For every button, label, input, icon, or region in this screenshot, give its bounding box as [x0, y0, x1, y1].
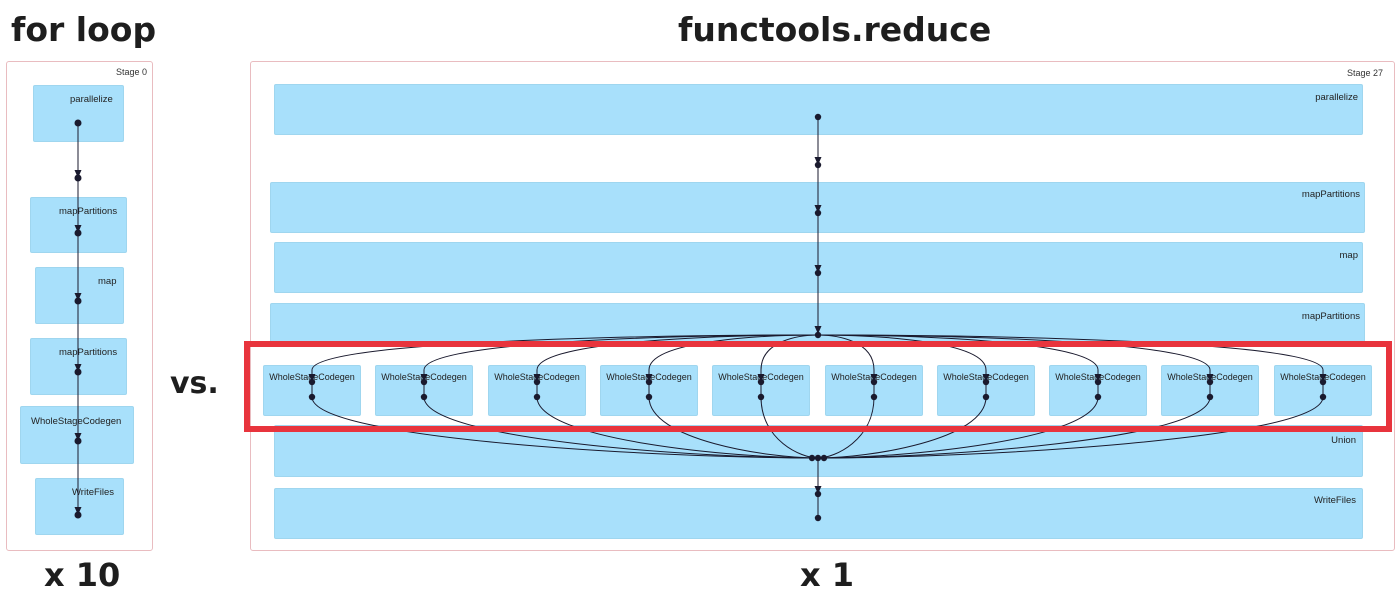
right-node-writefiles[interactable]: WriteFiles — [274, 488, 1363, 539]
left-node-mappartitions-1[interactable]: mapPartitions — [30, 197, 127, 253]
node-label: mapPartitions — [59, 206, 118, 217]
right-multiplier: x 1 — [800, 556, 855, 594]
left-node-parallelize[interactable]: parallelize — [33, 85, 124, 142]
node-label: mapPartitions — [1301, 189, 1360, 200]
left-node-mappartitions-2[interactable]: mapPartitions — [30, 338, 127, 395]
left-multiplier: x 10 — [44, 556, 121, 594]
right-node-map[interactable]: map — [274, 242, 1363, 293]
node-label: parallelize — [1315, 92, 1358, 103]
left-heading: for loop — [11, 10, 157, 49]
left-stage-label: Stage 0 — [115, 67, 147, 77]
right-node-parallelize[interactable]: parallelize — [274, 84, 1363, 135]
node-label: WholeStageCodegen — [31, 416, 122, 427]
left-node-wholestagecodegen[interactable]: WholeStageCodegen — [20, 406, 134, 464]
codegen-highlight-box — [244, 341, 1392, 432]
node-label: Union — [1331, 435, 1356, 446]
right-heading: functools.reduce — [678, 10, 992, 49]
node-label: parallelize — [70, 94, 113, 105]
node-label: WriteFiles — [1313, 495, 1356, 506]
left-node-map[interactable]: map — [35, 267, 124, 324]
node-label: map — [98, 276, 117, 287]
right-stage-label: Stage 27 — [1346, 68, 1383, 78]
node-label: map — [1339, 250, 1358, 261]
right-node-union[interactable]: Union — [274, 425, 1363, 477]
vs-label: vs. — [170, 366, 219, 401]
node-label: mapPartitions — [59, 347, 118, 358]
node-label: WriteFiles — [72, 487, 115, 498]
right-node-mappartitions-1[interactable]: mapPartitions — [270, 182, 1365, 233]
left-node-writefiles[interactable]: WriteFiles — [35, 478, 124, 535]
node-label: mapPartitions — [1301, 311, 1360, 322]
